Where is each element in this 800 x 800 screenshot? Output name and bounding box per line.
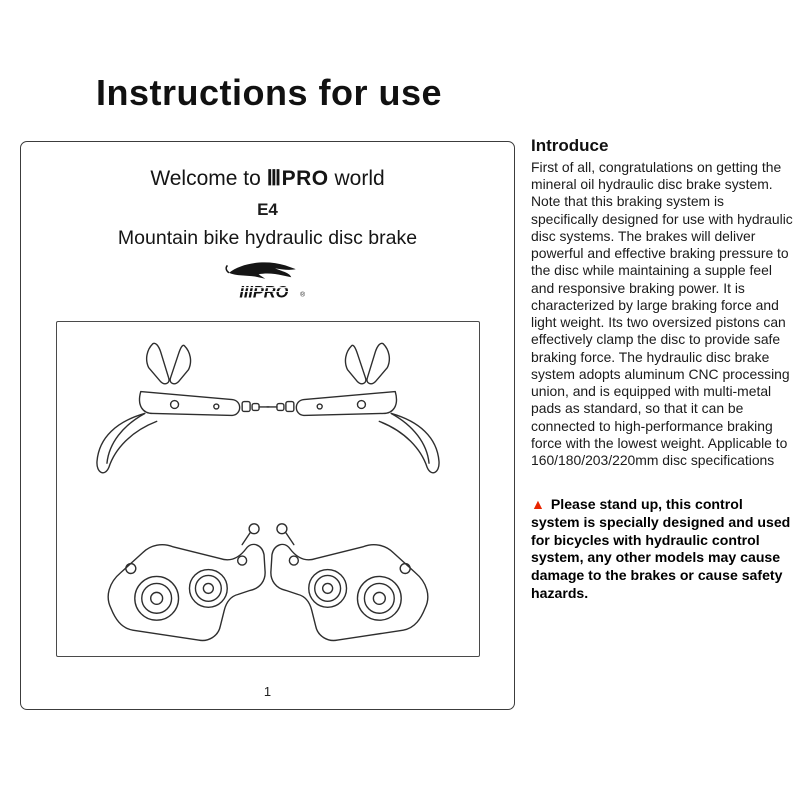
welcome-line: Welcome to ⅢPRO world: [21, 166, 514, 191]
brake-diagram: [95, 342, 440, 642]
intro-heading: Introduce: [531, 136, 609, 155]
warning-paragraph: ▲ Please stand up, this control system i…: [531, 496, 793, 603]
page-number: 1: [263, 684, 272, 699]
registered-mark: ®: [300, 291, 305, 299]
page-title: Instructions for use: [96, 72, 443, 113]
intro-body-text: First of all, congratulations on getting…: [531, 159, 793, 468]
logo-wordmark: IIIPRO: [239, 283, 288, 301]
cat-tail-icon: [225, 264, 230, 274]
introduction-column: Introduce First of all, congratulations …: [531, 136, 793, 603]
warning-triangle-icon: ▲: [531, 496, 545, 513]
product-subtitle: Mountain bike hydraulic disc brake: [117, 227, 418, 249]
manual-page-panel: Welcome to ⅢPRO world E4 Mountain bike h…: [20, 141, 515, 710]
model-name: E4: [257, 200, 278, 219]
brand-logo: IIIPRO ®: [225, 262, 305, 301]
warning-text: Please stand up, this control system is …: [531, 496, 791, 601]
cat-silhouette-icon: [228, 262, 296, 279]
welcome-suffix: world: [334, 167, 385, 190]
welcome-prefix: Welcome to: [150, 167, 261, 190]
brake-diagram-frame: [55, 321, 480, 657]
brand-name: ⅢPRO: [266, 167, 329, 190]
